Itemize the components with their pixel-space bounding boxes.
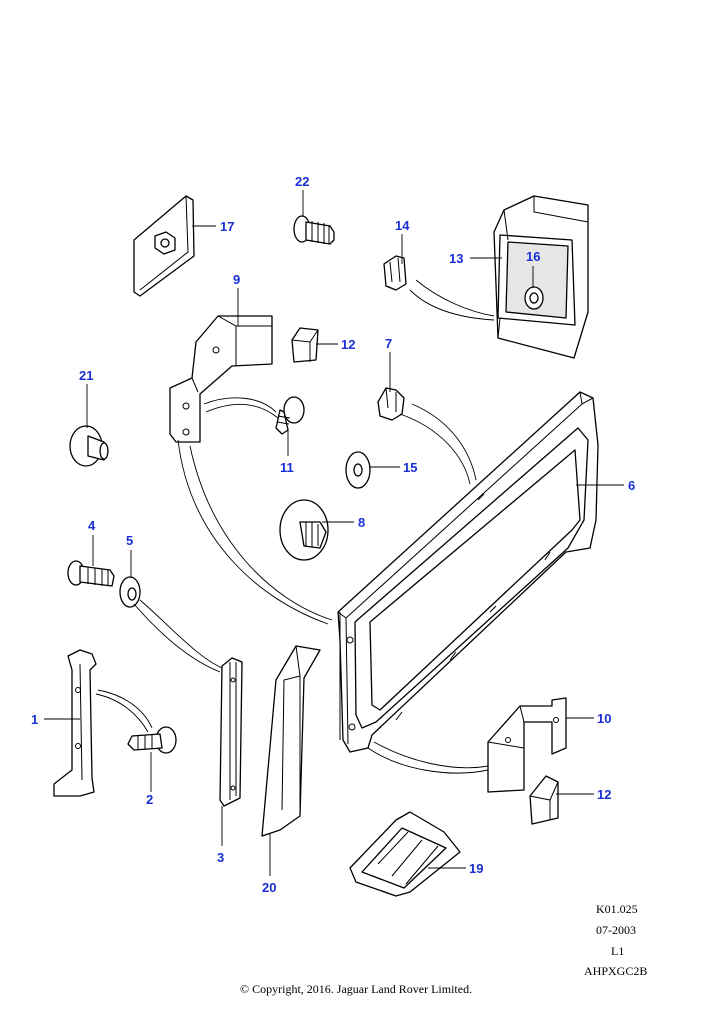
callout-11: 11 (280, 428, 294, 475)
part-22-screw (293, 215, 335, 245)
svg-text:2: 2 (146, 792, 153, 807)
callout-3: 3 (217, 806, 224, 865)
part-1-trim-strip (53, 649, 97, 797)
svg-text:19: 19 (469, 861, 483, 876)
callout-16: 16 (526, 249, 540, 288)
svg-text:22: 22 (295, 174, 309, 189)
svg-text:6: 6 (628, 478, 635, 493)
diagram-date: 07-2003 (596, 923, 636, 937)
part-8-fastener (279, 499, 329, 561)
connection-leaders (95, 279, 495, 774)
callout-19: 19 (428, 861, 483, 876)
svg-text:21: 21 (79, 368, 93, 383)
callout-10: 10 (566, 711, 611, 726)
callout-12-upper: 12 (316, 337, 355, 352)
callout-5: 5 (126, 533, 133, 578)
callout-17: 17 (192, 219, 234, 234)
callout-6: 6 (576, 478, 635, 493)
part-4-screw (67, 560, 115, 587)
svg-text:8: 8 (358, 515, 365, 530)
part-12-block-lower (529, 775, 559, 825)
svg-text:15: 15 (403, 460, 417, 475)
svg-text:5: 5 (126, 533, 133, 548)
part-13-housing (493, 195, 589, 359)
callout-4: 4 (88, 518, 96, 566)
callout-14: 14 (395, 218, 410, 264)
part-9-bracket (169, 315, 273, 443)
part-15-washer (345, 451, 371, 489)
callout-21: 21 (79, 368, 93, 428)
diagram-code: AHPXGC2B (584, 964, 648, 978)
callout-20: 20 (262, 834, 276, 895)
callout-22: 22 (295, 174, 309, 216)
part-11-screw (275, 396, 305, 435)
svg-text:12: 12 (341, 337, 355, 352)
part-17-plate-nut (133, 195, 195, 297)
part-19-grille (349, 811, 461, 897)
svg-text:13: 13 (449, 251, 463, 266)
callout-8: 8 (322, 515, 365, 530)
callout-13: 13 (449, 251, 502, 266)
part-6-trim-panel (337, 391, 599, 753)
part-12-block-upper (291, 327, 319, 363)
svg-text:20: 20 (262, 880, 276, 895)
callout-1: 1 (31, 712, 80, 727)
callout-2: 2 (146, 752, 153, 807)
part-14-clip (383, 255, 407, 291)
svg-text:10: 10 (597, 711, 611, 726)
callout-15: 15 (370, 460, 417, 475)
part-2-screw (127, 726, 177, 754)
part-3-strip (219, 657, 243, 807)
svg-text:3: 3 (217, 850, 224, 865)
callout-7: 7 (385, 336, 392, 392)
svg-text:4: 4 (88, 518, 96, 533)
copyright-notice: © Copyright, 2016. Jaguar Land Rover Lim… (240, 982, 473, 996)
svg-text:11: 11 (280, 460, 294, 475)
svg-text:1: 1 (31, 712, 38, 727)
part-20-channel (261, 645, 321, 837)
svg-text:14: 14 (395, 218, 410, 233)
diagram-reference: K01.025 (596, 902, 638, 916)
part-7-clip (377, 387, 405, 421)
svg-text:16: 16 (526, 249, 540, 264)
diagram-level: L1 (611, 944, 625, 958)
svg-text:17: 17 (220, 219, 234, 234)
svg-text:9: 9 (233, 272, 240, 287)
callout-9: 9 (233, 272, 240, 326)
part-10-bracket (487, 697, 567, 793)
part-5-washer (119, 576, 141, 608)
svg-text:7: 7 (385, 336, 392, 351)
part-21-push-fastener (69, 425, 109, 467)
callout-12-lower: 12 (556, 787, 611, 802)
svg-text:12: 12 (597, 787, 611, 802)
